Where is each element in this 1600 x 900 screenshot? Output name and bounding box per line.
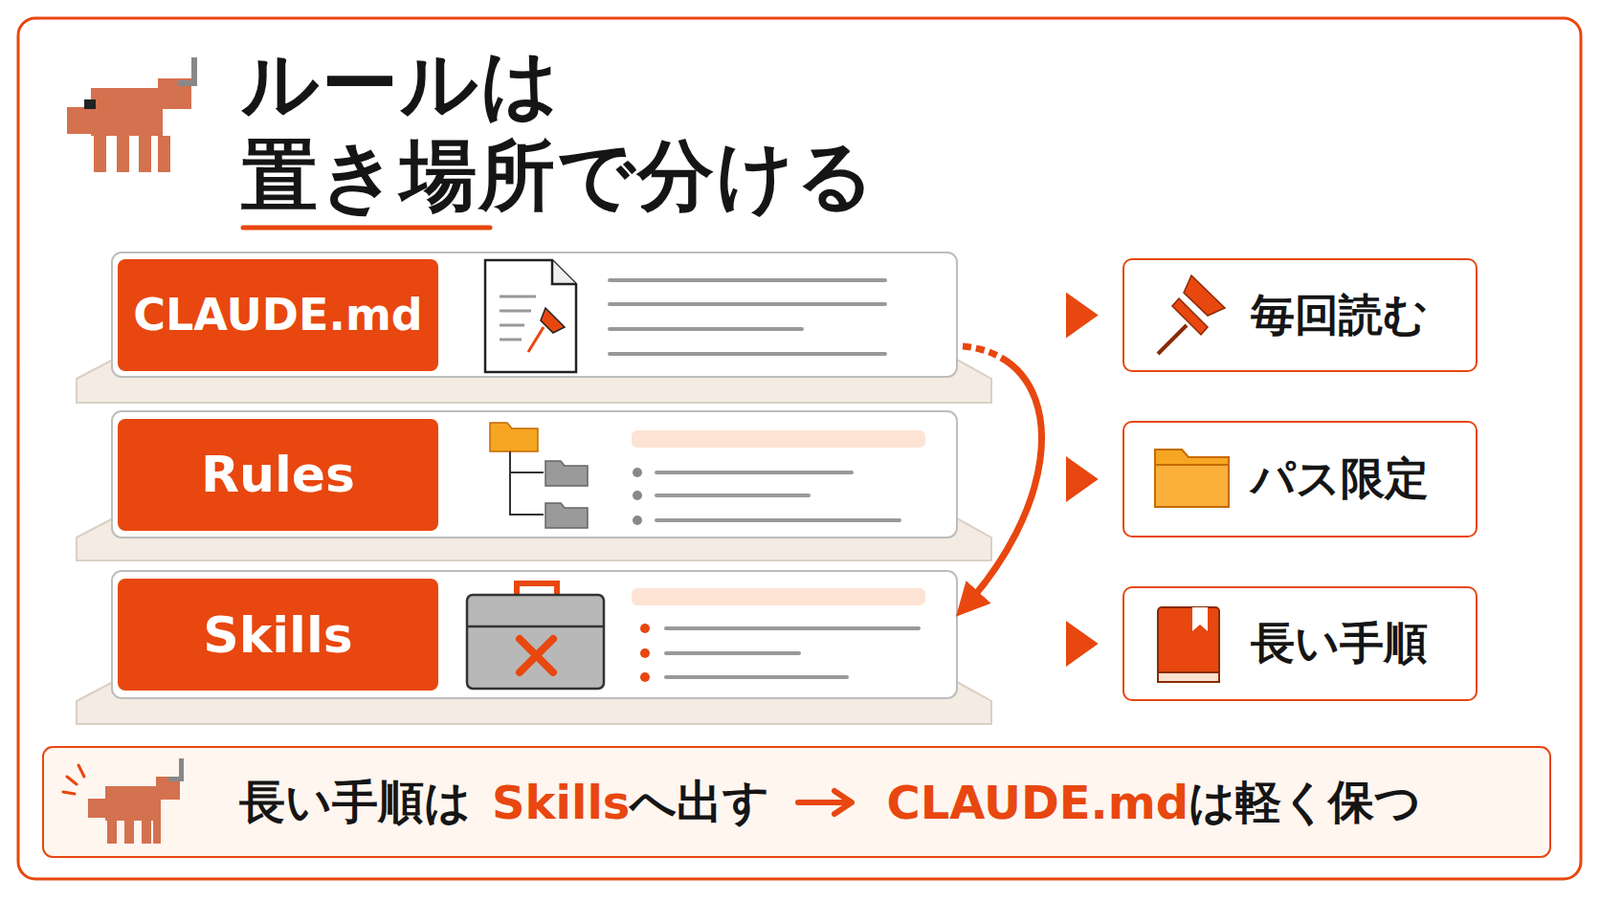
result-box: 長い手順 — [1122, 586, 1478, 702]
shelf-card: Rules — [111, 411, 957, 538]
bullets — [640, 623, 650, 683]
result-box: 毎回読む — [1122, 258, 1478, 373]
title-underline — [243, 225, 490, 231]
highlight-bar — [631, 588, 926, 606]
flow-arrow — [962, 346, 1043, 610]
result-label: パス限定 — [1250, 449, 1429, 510]
summary-text: へ出す — [629, 772, 770, 834]
book-icon — [1157, 607, 1220, 683]
summary-text: 長い手順は — [239, 772, 471, 834]
summary-band: 長い手順は Skillsへ出す CLAUDE.mdは軽く保つ — [43, 747, 1551, 858]
highlight-bar — [631, 430, 926, 448]
text-lines — [609, 280, 886, 355]
pixel-cow — [66, 57, 198, 173]
title: ルールは 置き場所で分ける — [241, 38, 931, 223]
pin-icon — [1157, 275, 1225, 355]
pixel-cow-small — [88, 758, 184, 845]
card-label: CLAUDE.md — [117, 259, 439, 372]
summary-band-fill — [43, 747, 1551, 858]
result-label: 毎回読む — [1250, 286, 1428, 346]
bullets — [632, 467, 643, 526]
spark-lines — [63, 765, 85, 795]
shelf-card: CLAUDE.md — [111, 252, 957, 378]
shelves — [76, 359, 992, 725]
pointer-arrow — [1066, 294, 1097, 337]
toolbox-icon — [466, 583, 604, 689]
document-icon — [485, 260, 577, 373]
pointer-arrow — [1066, 622, 1097, 666]
summary-keyword: Skills — [491, 776, 630, 830]
shelf-card: Skills — [111, 571, 957, 699]
card-panels — [111, 252, 957, 699]
pointer-arrow — [1066, 458, 1097, 501]
card-label: Rules — [117, 419, 439, 532]
summary-keyword: CLAUDE.md — [886, 776, 1189, 830]
summary-text: は軽く保つ — [1188, 772, 1422, 834]
text-lines — [656, 472, 900, 521]
summary-arrow — [792, 783, 869, 823]
result-box: パス限定 — [1122, 421, 1478, 538]
folder-tree-icon — [489, 422, 588, 529]
result-label: 長い手順 — [1250, 614, 1428, 674]
card-label: Skills — [117, 578, 439, 691]
folder-icon — [1155, 449, 1229, 508]
text-lines — [666, 628, 919, 678]
outer-frame — [18, 18, 1581, 880]
